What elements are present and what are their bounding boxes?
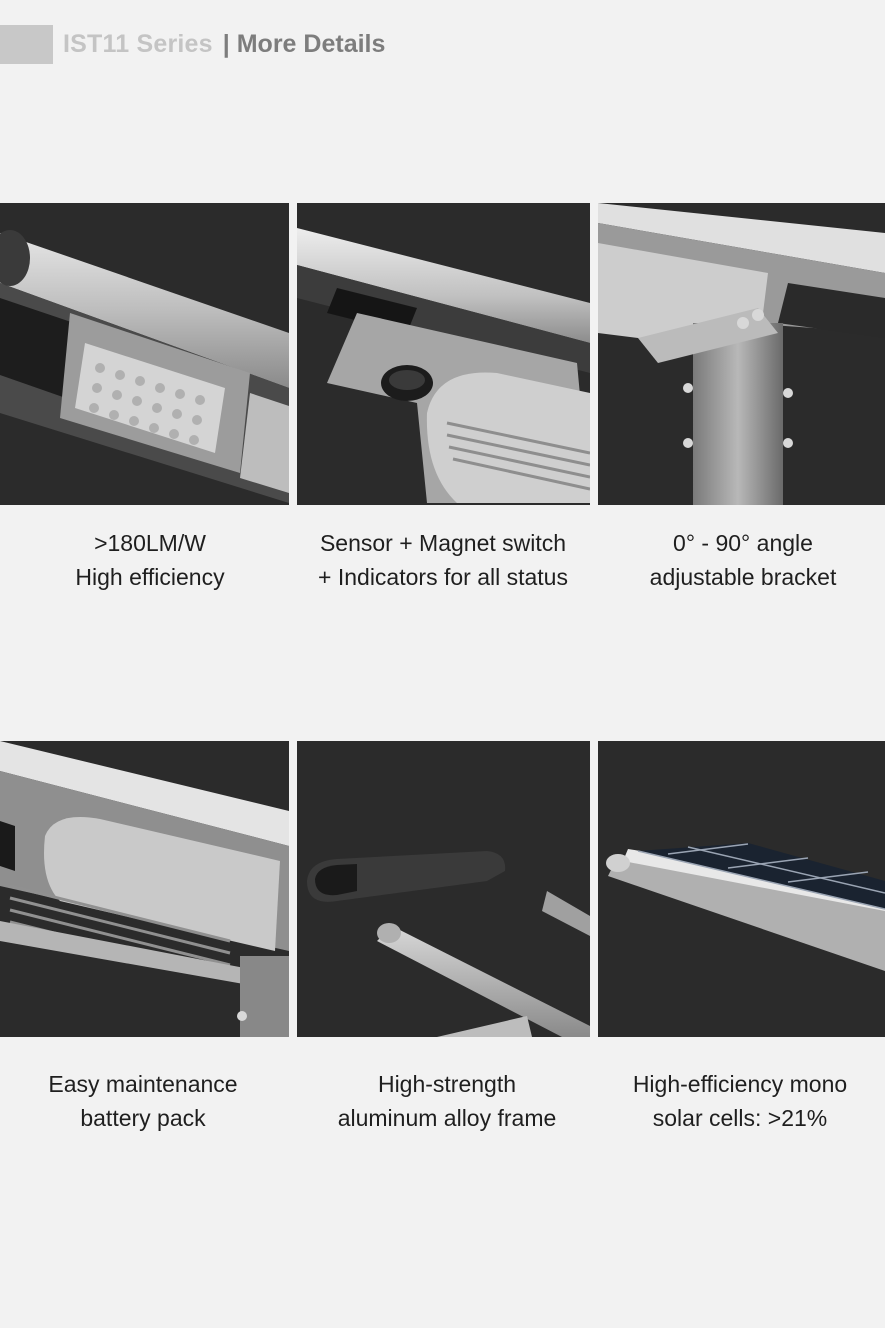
caption-line: adjustable bracket	[649, 564, 837, 590]
feature-caption: Sensor + Magnet switch + Indicators for …	[293, 526, 593, 594]
caption-line: aluminum alloy frame	[337, 1105, 557, 1131]
caption-line: battery pack	[80, 1105, 206, 1131]
caption-line: High efficiency	[75, 564, 225, 590]
battery-pack-icon	[0, 741, 289, 1037]
aluminum-frame-icon	[307, 851, 590, 1037]
header-separator: |	[222, 29, 230, 58]
feature-caption: 0° - 90° angle adjustable bracket	[593, 526, 885, 594]
feature-caption: High-strength aluminum alloy frame	[297, 1067, 597, 1135]
caption-line: + Indicators for all status	[318, 564, 568, 590]
feature-image-sensor	[297, 203, 590, 505]
page-title: More Details	[236, 29, 386, 58]
solar-panel-icon	[606, 843, 885, 971]
feature-image-battery	[0, 741, 289, 1037]
caption-line: High-strength	[377, 1071, 517, 1097]
feature-caption: Easy maintenance battery pack	[0, 1067, 293, 1135]
feature-image-bracket	[598, 203, 885, 505]
caption-line: 0° - 90° angle	[673, 530, 813, 556]
bracket-icon	[598, 203, 885, 505]
caption-line: solar cells: >21%	[652, 1105, 828, 1131]
feature-image-solar	[598, 741, 885, 1037]
feature-caption: >180LM/W High efficiency	[0, 526, 300, 594]
led-module-icon	[0, 230, 289, 503]
caption-line: >180LM/W	[94, 530, 206, 556]
page-header: IST11 Series | More Details	[0, 24, 600, 64]
sensor-switch-icon	[297, 228, 590, 503]
caption-line: High-efficiency mono	[632, 1071, 848, 1097]
feature-image-led	[0, 203, 289, 505]
caption-line: Easy maintenance	[48, 1071, 238, 1097]
header-accent-bar	[0, 24, 53, 64]
feature-image-frame	[297, 741, 590, 1037]
caption-line: Sensor + Magnet switch	[319, 530, 567, 556]
feature-caption: High-efficiency mono solar cells: >21%	[590, 1067, 885, 1135]
series-name: IST11 Series	[63, 29, 213, 58]
